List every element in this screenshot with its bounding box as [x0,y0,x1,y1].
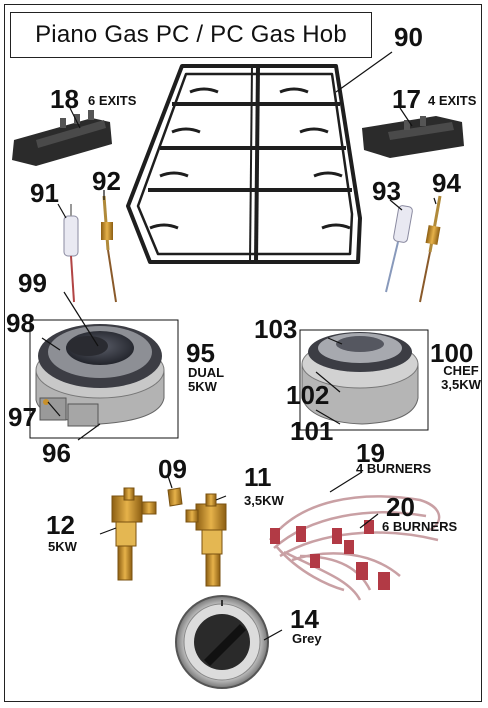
callout-95: 95 [186,338,215,368]
callout-103: 103 [254,314,298,344]
spark-generator-17-drawing [362,116,464,158]
callout-97: 97 [8,402,37,432]
leader-lines [41,51,437,641]
callout-20: 20 [386,492,415,522]
callout-14: 14 [290,604,319,634]
gas-valve-11-drawing [185,493,227,587]
callout-12-label: 5KW [48,539,77,554]
callout-93: 93 [372,176,401,206]
callout-94: 94 [432,168,461,198]
diagram-title: Piano Gas PC / PC Gas Hob [10,12,372,58]
callout-99: 99 [18,268,47,298]
callout-20-label: 6 BURNERS [382,519,458,534]
callout-90: 90 [394,22,423,52]
control-knob-drawing [175,595,269,689]
electrode-91-drawing [63,204,79,303]
callout-96: 96 [42,438,71,468]
callout-101: 101 [290,416,334,446]
callout-19-label: 4 BURNERS [356,461,432,476]
callout-19: 19 [356,438,385,468]
thermocouple-92-drawing [101,195,117,303]
wiring-connectors-drawing [270,520,390,590]
callout-14-label: Grey [292,631,322,646]
callout-11: 11 [244,462,272,492]
callout-92: 92 [92,166,121,196]
injector-drawing [167,487,183,507]
callout-12: 12 [46,510,75,540]
callout-95-label: DUAL 5KW [188,365,224,394]
callout-17-label: 4 EXITS [428,93,477,108]
spark-generator-18-drawing [12,110,112,166]
callout-18: 18 [50,84,79,114]
electrode-93-drawing [385,205,413,293]
callout-102: 102 [286,380,330,410]
gas-valve-12-drawing [111,487,157,581]
callout-17: 17 [392,84,421,114]
callout-100: 100 [430,338,474,368]
callout-98: 98 [6,308,35,338]
diagram-frame [4,4,482,702]
pan-support-grid-drawing [126,64,362,264]
thermocouple-94-drawing [419,195,442,303]
callout-09: 09 [158,454,187,484]
callout-11-label: 3,5KW [244,493,284,508]
dual-burner-drawing [29,319,179,439]
chef-burner-drawing [299,329,429,431]
title-text: Piano Gas PC / PC Gas Hob [35,21,347,48]
callout-100-label: CHEF 3,5KW [441,363,481,392]
callout-18-label: 6 EXITS [88,93,137,108]
callout-91: 91 [30,178,59,208]
